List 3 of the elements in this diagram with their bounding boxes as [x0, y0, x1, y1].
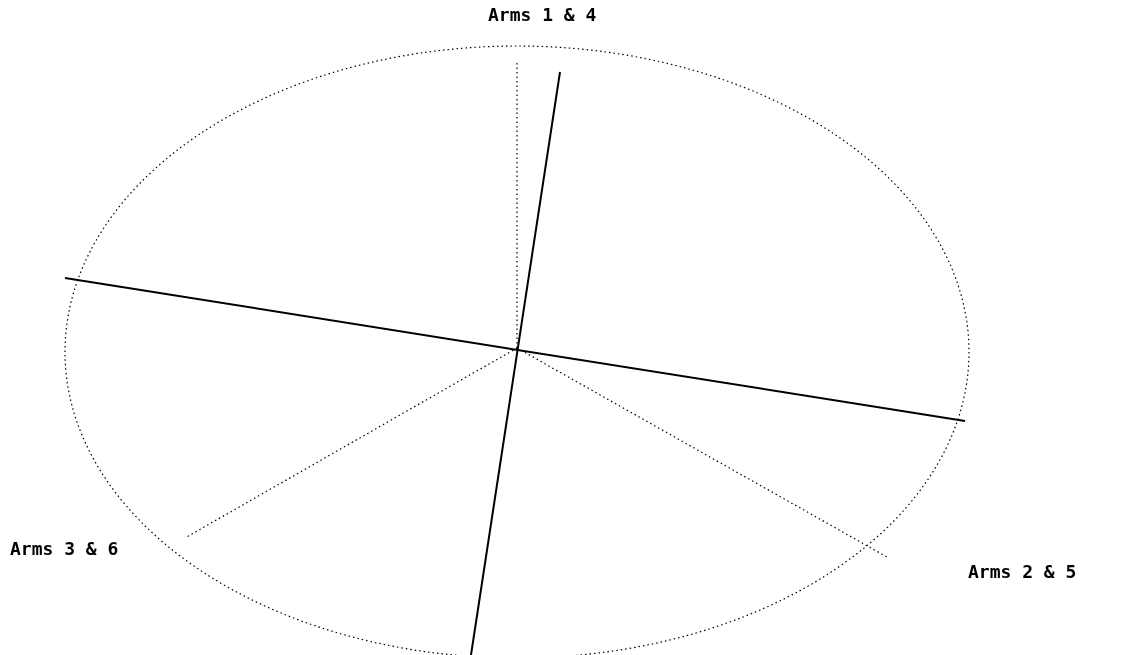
arm-label: Arms 1 & 4: [488, 4, 597, 25]
arm-label: Arms 2 & 5: [968, 561, 1077, 582]
arm-label: Arms 3 & 6: [10, 538, 119, 559]
